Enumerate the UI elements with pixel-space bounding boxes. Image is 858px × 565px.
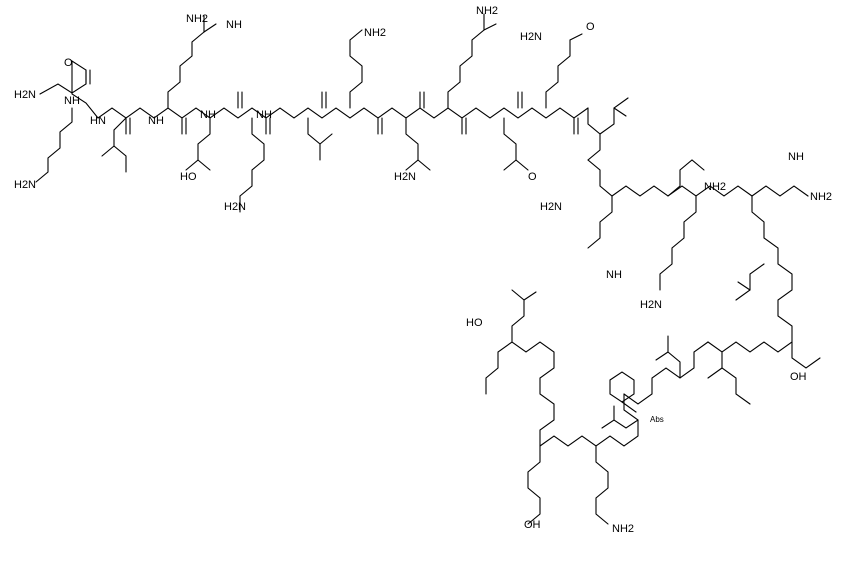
- primary-amine-label: NH2: [364, 27, 386, 39]
- primary-amine-label: H2N: [224, 201, 246, 213]
- atom-label-layer: H2N O NH H2N HN NH NH2 NH HO NH H2N NH N…: [14, 5, 832, 535]
- carboxyl-label: HO: [466, 317, 483, 329]
- amide-amine-label: H2N: [394, 171, 416, 183]
- primary-amine-label: H2N: [520, 31, 542, 43]
- hn-label: HN: [90, 115, 106, 127]
- lys-amine-label: H2N: [14, 179, 36, 191]
- amide-nh-label: NH: [200, 109, 216, 121]
- bond-layer: [35, 13, 821, 525]
- imine-label: NH: [606, 269, 622, 281]
- amide-nh-label: NH: [64, 95, 80, 107]
- carboxyl-label: OH: [790, 371, 807, 383]
- hydroxyl-label: HO: [180, 171, 197, 183]
- carboxyl-label: OH: [524, 519, 541, 531]
- primary-amine-label: NH2: [704, 181, 726, 193]
- primary-amine-label: H2N: [640, 299, 662, 311]
- primary-amine-label: NH2: [612, 523, 634, 535]
- primary-amine-label: NH2: [476, 5, 498, 17]
- n-terminal-amine-label: H2N: [14, 89, 36, 101]
- primary-amine-label: NH2: [810, 191, 832, 203]
- ketone-o-label: O: [64, 57, 73, 69]
- primary-amine-label: NH2: [186, 13, 208, 25]
- amide-nh-label: NH: [148, 115, 164, 127]
- amide-amine-label: H2N: [540, 201, 562, 213]
- ketone-o-label: O: [586, 21, 595, 33]
- amide-nh-label: NH: [256, 109, 272, 121]
- imine-label: NH: [788, 151, 804, 163]
- stereo-abs-label: Abs: [650, 415, 664, 424]
- imine-label: NH: [226, 19, 242, 31]
- ketone-o-label: O: [528, 171, 537, 183]
